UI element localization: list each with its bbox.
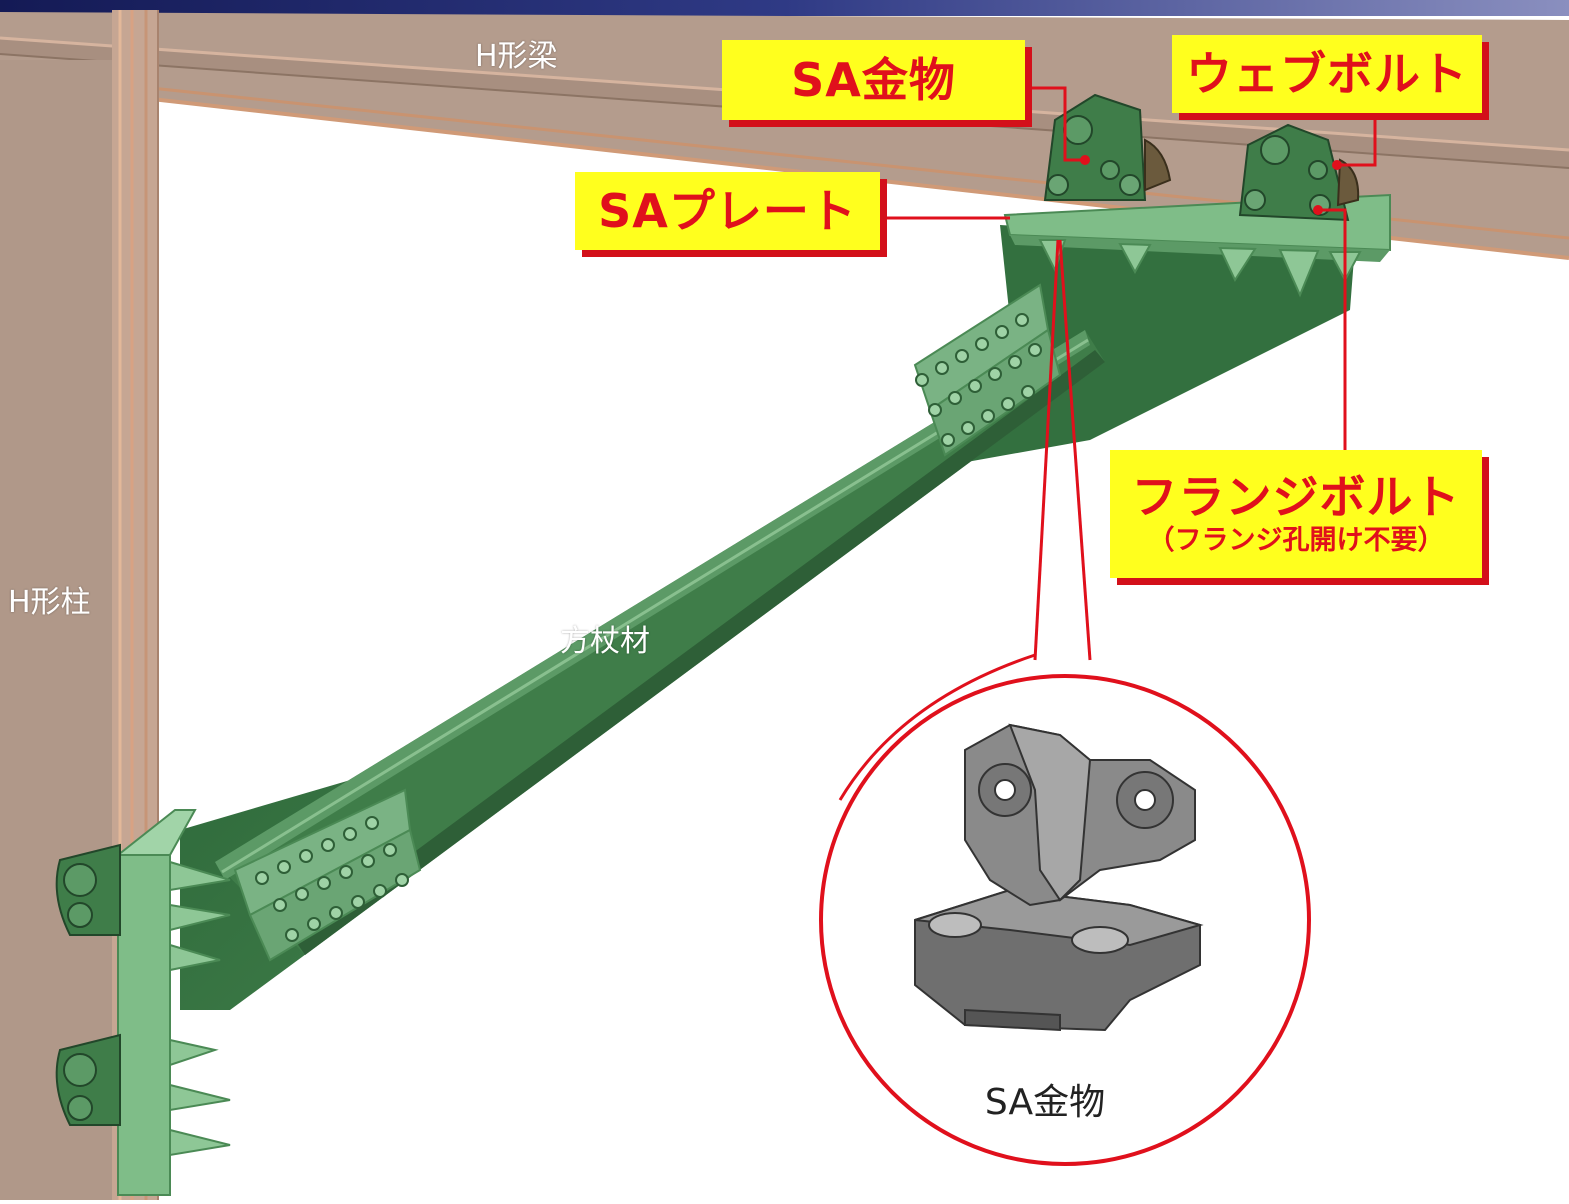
- leader-flange-bolt: [1318, 208, 1347, 458]
- bolt-group: [255, 313, 1042, 942]
- sa-fitting-column-lower: [55, 1033, 121, 1126]
- bolt-head: [317, 876, 331, 890]
- column-label: H形柱: [8, 585, 91, 620]
- bolt-head: [321, 838, 335, 852]
- bolt-head: [299, 849, 313, 863]
- leader-web-bolt: [1337, 116, 1377, 167]
- callout-flange-bolt: フランジボルト （フランジ孔開け不要）: [1110, 450, 1482, 578]
- bolt-head: [273, 898, 287, 912]
- bolt-head: [1008, 355, 1022, 369]
- brace-member: [215, 330, 1105, 955]
- bolt-head: [285, 928, 299, 942]
- bolt-head: [915, 373, 929, 387]
- bolt-head: [975, 337, 989, 351]
- bolt-head: [948, 391, 962, 405]
- top-gusset: [950, 225, 1355, 465]
- bolt-head: [329, 906, 343, 920]
- bolt-head: [928, 403, 942, 417]
- bolt-head: [351, 895, 365, 909]
- bolt-head: [295, 887, 309, 901]
- leader-lines: [880, 86, 1377, 661]
- bolt-head: [1015, 313, 1029, 327]
- beam-label: H形梁: [475, 39, 558, 74]
- bolt-head: [1028, 343, 1042, 357]
- sa-fitting-beam-left: [1043, 93, 1172, 201]
- bolt-head: [935, 361, 949, 375]
- bolt-head: [981, 409, 995, 423]
- bolt-head: [365, 816, 379, 830]
- leader-sa-fitting: [1025, 86, 1085, 162]
- callout-web-bolt-text: ウェブボルト: [1186, 46, 1468, 101]
- callout-sa-fitting: SA金物: [722, 40, 1025, 120]
- top-band: [0, 0, 1569, 16]
- inset-caption: SA金物: [984, 1082, 1106, 1123]
- callout-sa-plate: SAプレート: [575, 172, 880, 250]
- inset-sa-fitting-drawing: [914, 723, 1204, 1032]
- bolt-head: [995, 325, 1009, 339]
- bolt-head: [307, 917, 321, 931]
- sa-fitting-beam-right: [1238, 123, 1360, 222]
- callout-web-bolt: ウェブボルト: [1172, 35, 1482, 113]
- bolt-head: [277, 860, 291, 874]
- bolt-head: [395, 873, 409, 887]
- bolt-head: [339, 865, 353, 879]
- bolt-head: [383, 843, 397, 857]
- bolt-head: [1021, 385, 1035, 399]
- leader-inset-left: [1033, 239, 1060, 661]
- inset-magnifier: [819, 653, 1311, 1166]
- bolt-head: [1001, 397, 1015, 411]
- bolt-head: [941, 433, 955, 447]
- callout-sa-fitting-text: SA金物: [791, 52, 956, 107]
- bolt-head: [361, 854, 375, 868]
- bolt-head: [343, 827, 357, 841]
- bolt-head: [373, 884, 387, 898]
- leader-dot-flange-bolt: [1313, 205, 1323, 215]
- callout-sa-plate-text: SAプレート: [598, 183, 857, 238]
- callout-flange-bolt-text: フランジボルト: [1131, 469, 1461, 524]
- bolt-head: [961, 421, 975, 435]
- callout-flange-bolt-note: （フランジ孔開け不要）: [1147, 525, 1445, 557]
- leader-dot-web-bolt: [1332, 160, 1342, 170]
- bolt-head: [988, 367, 1002, 381]
- bolt-head: [968, 379, 982, 393]
- bottom-end-plate: [115, 809, 231, 1196]
- bolt-head: [255, 871, 269, 885]
- brace-label: 方杖材: [560, 624, 650, 659]
- leader-dot-sa-fitting: [1080, 155, 1090, 165]
- bolt-head: [955, 349, 969, 363]
- leader-inset-right: [1058, 239, 1092, 661]
- sa-fitting-column-upper: [55, 843, 121, 936]
